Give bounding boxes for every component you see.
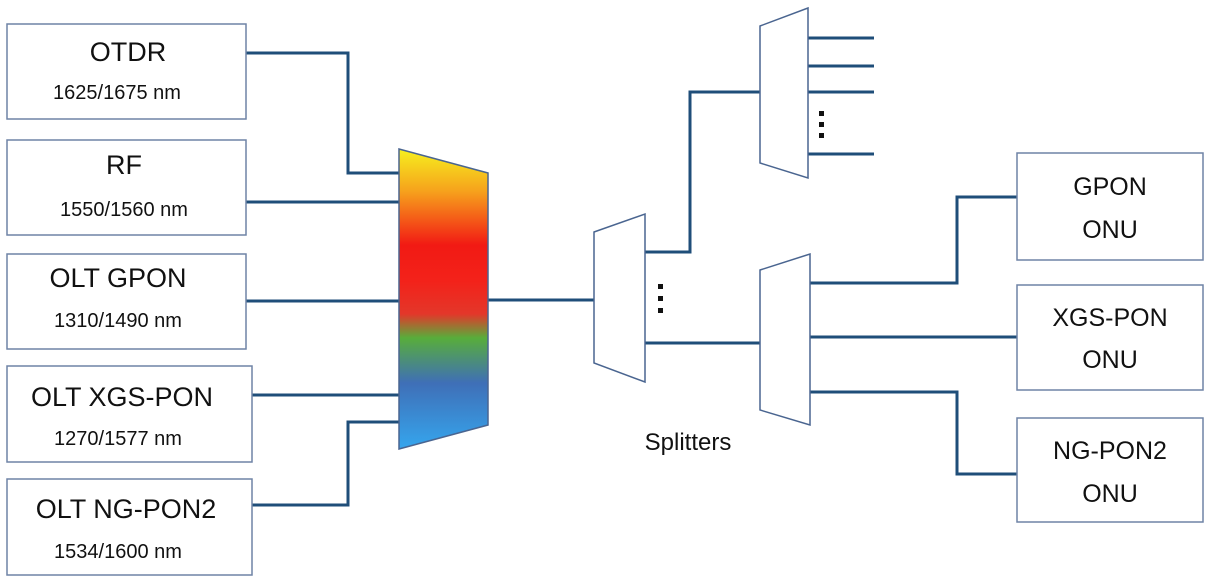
olt-gpon-wavelength: 1310/1490 nm — [54, 310, 182, 332]
wdm-multiplexer — [398, 148, 489, 450]
olt-ngpon2-wavelength: 1534/1600 nm — [54, 541, 182, 563]
olt-xgspon-label: OLT XGS-PON — [31, 382, 213, 412]
splitter-lower — [759, 252, 811, 427]
gpon-onu-box: GPON ONU — [1016, 152, 1204, 261]
xgspon-onu-box: XGS-PON ONU — [1016, 284, 1204, 391]
ngpon2-onu-line1: NG-PON2 — [1053, 437, 1167, 465]
rf-label: RF — [106, 150, 142, 180]
xgspon-onu-line2: ONU — [1082, 346, 1138, 374]
vertical-ellipsis-icon — [658, 284, 663, 313]
splitter-main — [593, 212, 646, 384]
ngpon2-onu-box: NG-PON2 ONU — [1016, 417, 1204, 523]
olt-ngpon2-label: OLT NG-PON2 — [36, 494, 217, 524]
wire-to-ngpon2-onu — [810, 390, 1017, 476]
otdr-label: OTDR — [90, 37, 167, 67]
olt-ngpon2-box: OLT NG-PON2 1534/1600 nm — [6, 478, 253, 576]
olt-xgspon-wavelength: 1270/1577 nm — [54, 428, 182, 450]
ngpon2-onu-line2: ONU — [1082, 480, 1138, 508]
otdr-wavelength: 1625/1675 nm — [53, 82, 181, 104]
wire-splitter-upper — [645, 90, 760, 254]
wire-otdr-mux — [246, 51, 399, 175]
olt-gpon-label: OLT GPON — [49, 263, 186, 293]
rf-wavelength: 1550/1560 nm — [60, 199, 188, 221]
gpon-onu-line2: ONU — [1082, 216, 1138, 244]
rf-box: RF 1550/1560 nm — [6, 139, 247, 236]
splitters-label: Splitters — [645, 429, 732, 456]
xgspon-onu-line1: XGS-PON — [1052, 304, 1167, 332]
wires — [246, 36, 1017, 507]
olt-gpon-box: OLT GPON 1310/1490 nm — [6, 253, 247, 350]
vertical-ellipsis-icon — [819, 111, 824, 138]
splitter-upper — [759, 6, 809, 180]
gpon-onu-line1: GPON — [1073, 173, 1147, 201]
olt-xgspon-box: OLT XGS-PON 1270/1577 nm — [6, 365, 253, 463]
wire-ngpon2-mux — [252, 420, 399, 507]
otdr-box: OTDR 1625/1675 nm — [6, 23, 247, 120]
wire-to-gpon-onu — [810, 195, 1017, 285]
